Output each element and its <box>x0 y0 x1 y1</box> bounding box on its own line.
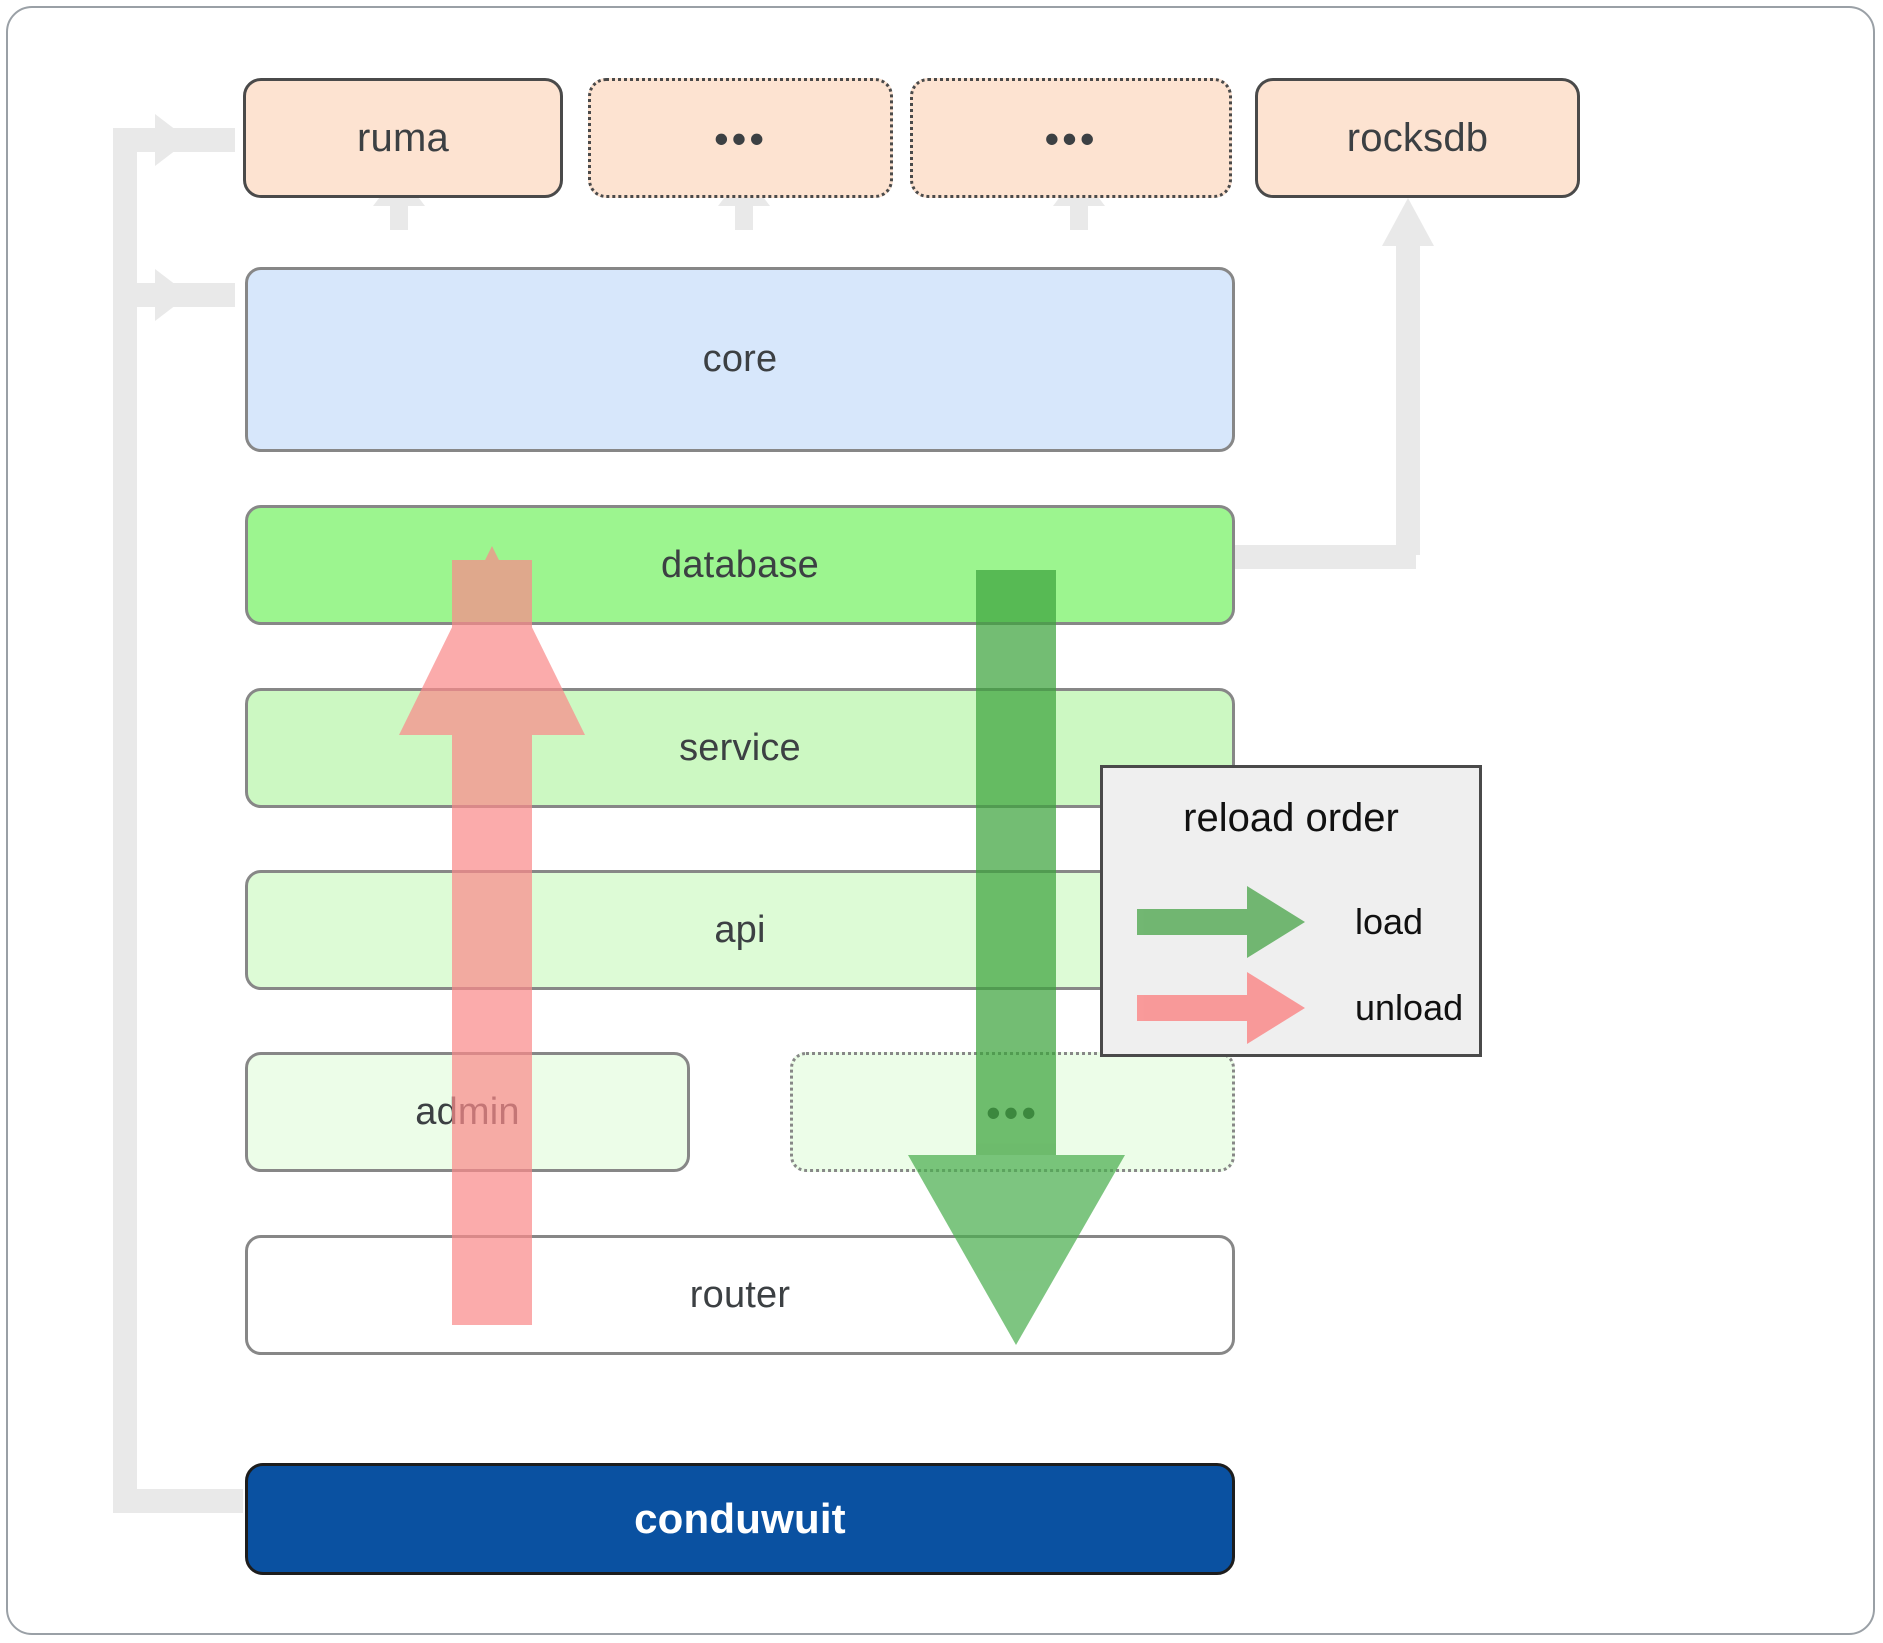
node-conduwuit-label: conduwuit <box>634 1495 846 1542</box>
connector-db-to-rocksdb-head <box>1382 198 1434 246</box>
layer-router-label: router <box>689 1273 791 1316</box>
layer-admin[interactable]: admin <box>245 1052 690 1172</box>
crate-rocksdb-label: rocksdb <box>1346 115 1489 160</box>
crate-placeholder-1[interactable]: ••• <box>588 78 893 198</box>
diagram-frame <box>6 6 1875 1635</box>
legend-load-label: load <box>1355 901 1424 942</box>
legend-item-unload: unload <box>1103 966 1479 1050</box>
layer-router[interactable]: router <box>245 1235 1235 1355</box>
layer-core[interactable]: core <box>245 267 1235 452</box>
connector-db-to-rocksdb-run <box>1226 545 1416 569</box>
crate-ruma[interactable]: ruma <box>243 78 563 198</box>
layer-service[interactable]: service <box>245 688 1235 808</box>
crate-placeholder-1-label: ••• <box>713 114 768 162</box>
layer-placeholder-label: ••• <box>985 1088 1040 1136</box>
connector-left-spine <box>113 128 137 1513</box>
layer-admin-label: admin <box>415 1090 520 1133</box>
legend-item-load: load <box>1103 880 1479 964</box>
layer-api-label: api <box>714 908 766 951</box>
connector-db-to-rocksdb-stem <box>1396 245 1420 555</box>
legend-unload-label: unload <box>1355 987 1464 1028</box>
layer-database-label: database <box>661 543 819 586</box>
crate-placeholder-2-label: ••• <box>1044 114 1098 162</box>
node-conduwuit[interactable]: conduwuit <box>245 1463 1235 1575</box>
crate-ruma-label: ruma <box>357 115 449 160</box>
crate-rocksdb[interactable]: rocksdb <box>1255 78 1580 198</box>
legend-title: reload order <box>1183 796 1399 840</box>
layer-core-label: core <box>702 338 778 380</box>
crate-placeholder-2[interactable]: ••• <box>910 78 1232 198</box>
connector-arrow-ruma <box>155 114 189 166</box>
layer-api[interactable]: api <box>245 870 1235 990</box>
connector-root-run <box>113 1489 243 1513</box>
legend-load-arrow-icon <box>1137 886 1305 958</box>
connector-arrow-core <box>155 269 189 321</box>
legend-panel: reload order load unload <box>1100 765 1482 1057</box>
legend-unload-arrow-icon <box>1137 972 1305 1044</box>
layer-database[interactable]: database <box>245 505 1235 625</box>
layer-placeholder[interactable]: ••• <box>790 1052 1235 1172</box>
layer-service-label: service <box>679 726 801 769</box>
